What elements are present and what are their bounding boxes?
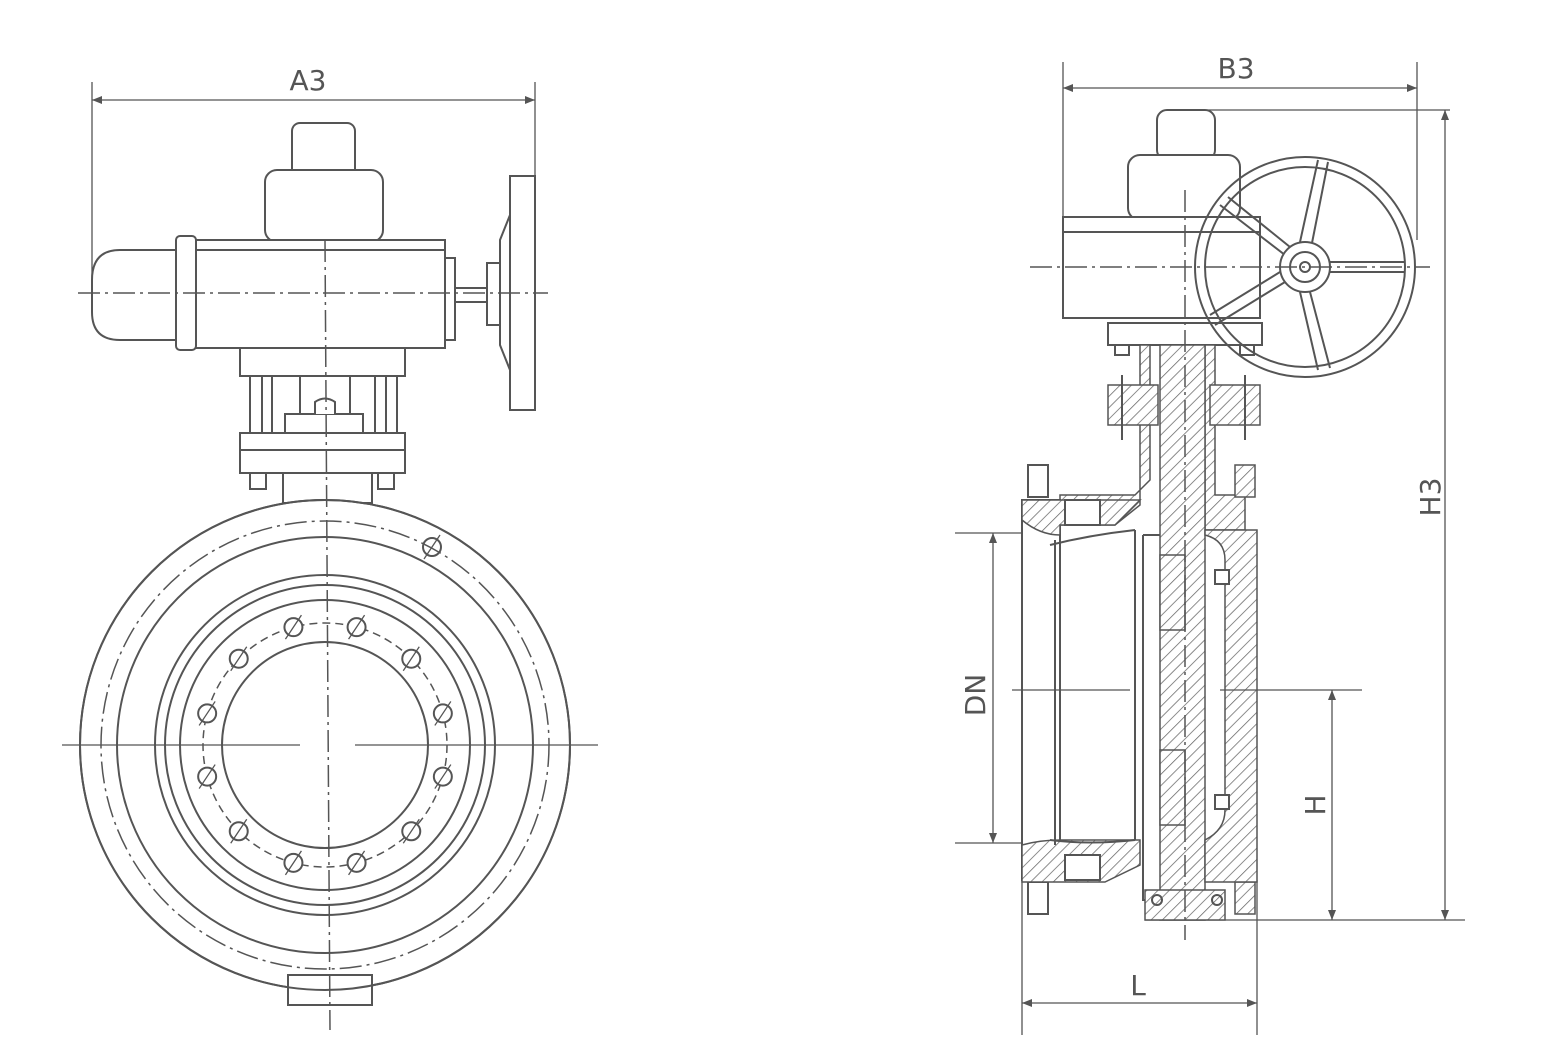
electric-actuator: [91, 122, 536, 411]
bolt-hole-mark: [284, 614, 302, 640]
yoke-and-stem: [1059, 344, 1261, 921]
label-h: H: [1299, 794, 1332, 815]
label-b3: B3: [1217, 52, 1254, 85]
bolt-hole-mark: [348, 850, 366, 876]
front-view: A3: [62, 64, 598, 1031]
valve-body-front: [79, 499, 571, 1006]
label-a3: A3: [290, 64, 327, 97]
bolt-hole-mark: [434, 764, 452, 789]
bolt-hole-mark: [198, 764, 216, 789]
bolt-hole-mark: [348, 614, 366, 640]
dimension-a3: A3: [91, 64, 536, 292]
valve-body-side: [1021, 464, 1258, 921]
side-view: B3 H3 DN H L: [955, 52, 1465, 1035]
bolt-hole-mark: [198, 701, 216, 726]
label-dn: DN: [959, 674, 992, 717]
label-l: L: [1130, 969, 1146, 1002]
bracket: [239, 347, 406, 504]
bolt-hole-mark: [230, 646, 248, 672]
dimension-l: L: [1021, 880, 1258, 1035]
bolt-hole-mark: [284, 850, 302, 876]
dimension-h3: H3: [1145, 109, 1465, 921]
bolt-hole-mark: [434, 701, 452, 726]
dimension-h: H: [1299, 690, 1336, 920]
bolt-hole-mark: [402, 646, 420, 672]
bolt-hole-mark: [402, 818, 420, 844]
gear-actuator-side: [1062, 109, 1263, 356]
dimension-b3: B3: [1062, 52, 1418, 240]
bolt-outer: [422, 534, 442, 560]
label-h3: H3: [1414, 478, 1447, 517]
flange-bolt-holes: [197, 614, 453, 876]
bolt-hole-mark: [230, 818, 248, 844]
